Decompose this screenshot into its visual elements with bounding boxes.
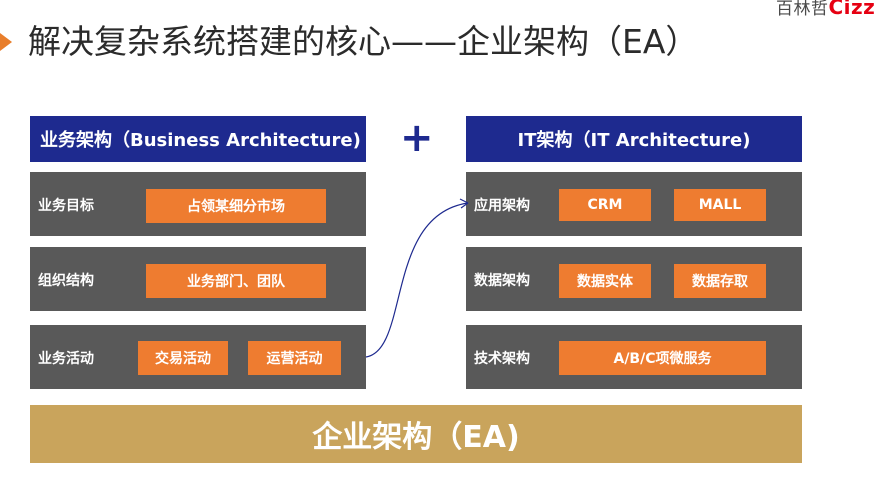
it-technology-chip-microservices: A/B/C项微服务 — [559, 341, 766, 375]
it-application-chip-crm: CRM — [559, 189, 651, 221]
it-data-chip-entity: 数据实体 — [559, 264, 651, 298]
it-row-label: 数据架构 — [474, 273, 530, 289]
brand-logo-mark: Cizzx — [828, 0, 874, 19]
business-organization-chip: 业务部门、团队 — [146, 264, 326, 298]
it-architecture-header: IT架构（IT Architecture) — [466, 116, 802, 162]
it-data-chip-access: 数据存取 — [674, 264, 766, 298]
brand-logo: 百林哲Cizzx — [776, 0, 874, 19]
plus-sign: + — [400, 115, 434, 161]
business-activity-chip-trade: 交易活动 — [138, 341, 228, 375]
title-bullet-icon — [0, 33, 12, 51]
enterprise-architecture-bar: 企业架构（EA) — [30, 405, 802, 463]
it-row-label: 技术架构 — [474, 351, 530, 367]
business-goal-chip: 占领某细分市场 — [146, 189, 326, 223]
slide-title: 解决复杂系统搭建的核心——企业架构（EA） — [28, 22, 699, 61]
it-row-label: 应用架构 — [474, 198, 530, 214]
business-architecture-header: 业务架构（Business Architecture) — [30, 116, 366, 162]
business-row-label: 业务活动 — [38, 351, 94, 367]
it-application-chip-mall: MALL — [674, 189, 766, 221]
business-row-label: 组织结构 — [38, 273, 94, 289]
business-activity-chip-operation: 运营活动 — [248, 341, 341, 375]
brand-name: 百林哲 — [776, 0, 829, 19]
business-row-label: 业务目标 — [38, 198, 94, 214]
